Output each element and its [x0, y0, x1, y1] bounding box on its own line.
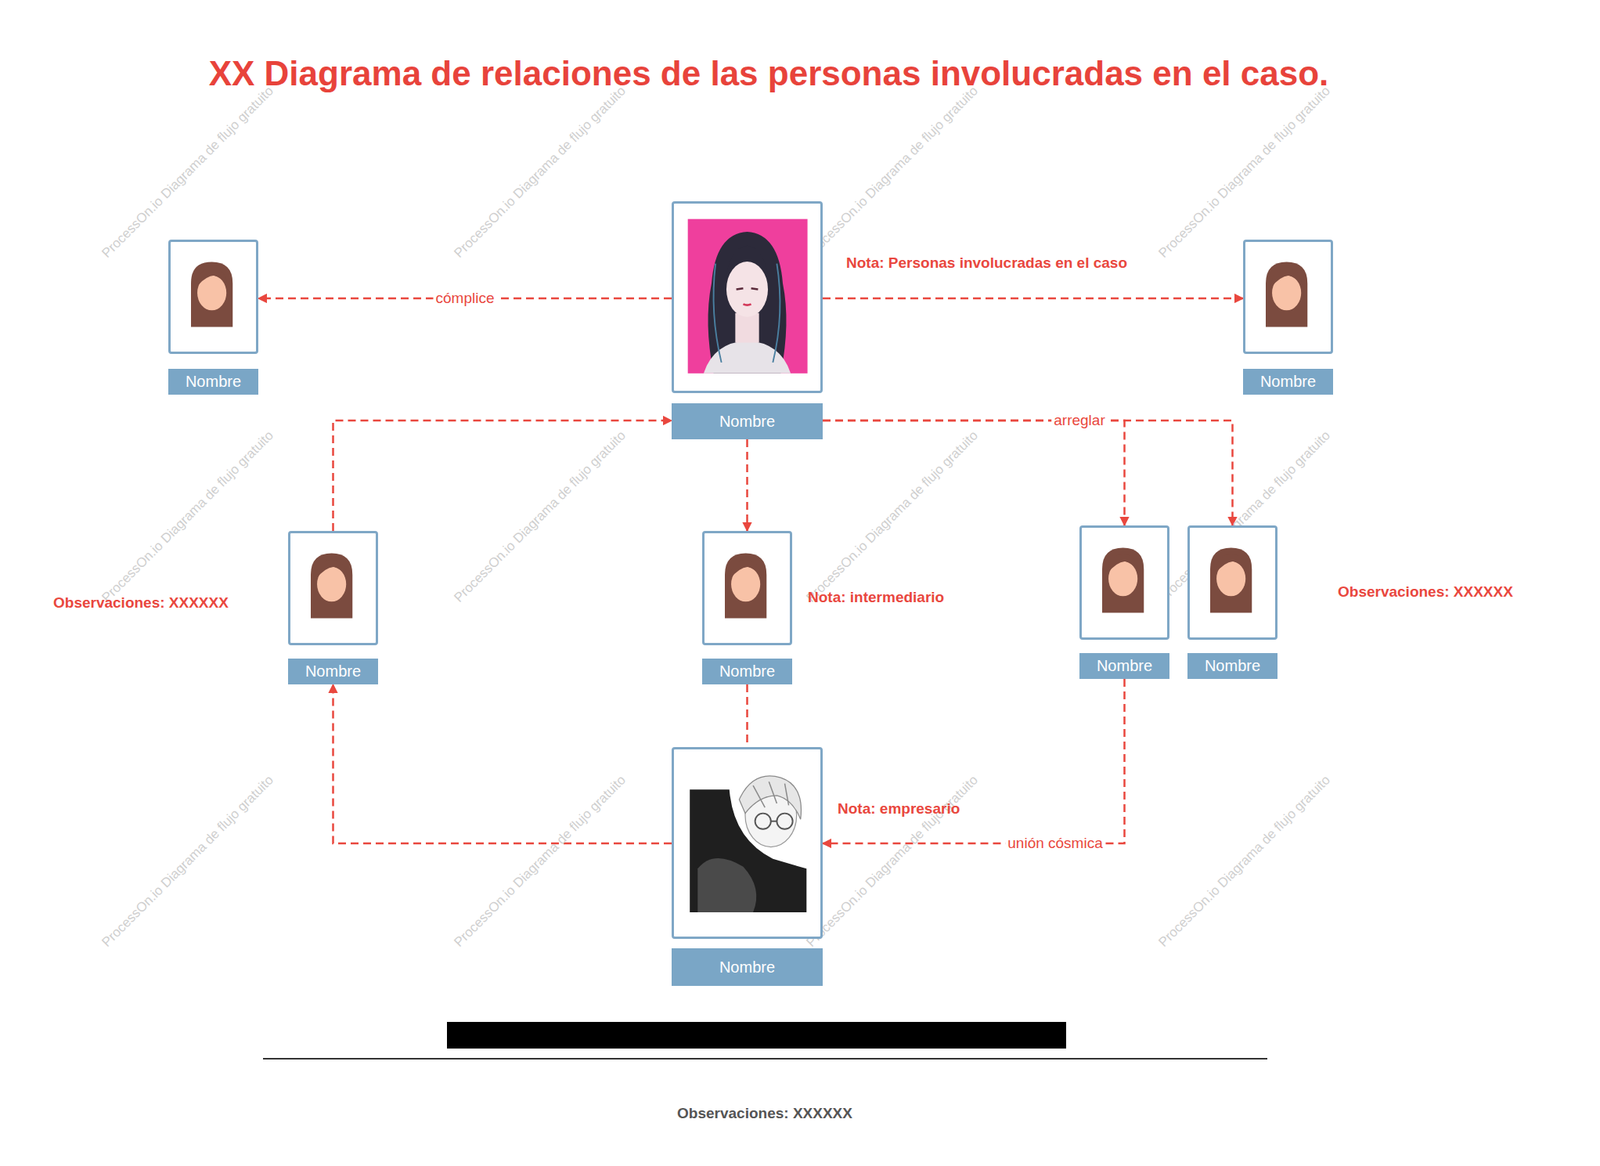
portrait-picture: [1189, 527, 1276, 638]
person-name: Nombre: [719, 662, 775, 681]
relation-connector: [822, 678, 1125, 844]
photo-frame: [288, 530, 379, 646]
watermark-text: ProcessOn.io Diagrama de flujo gratuito: [98, 771, 277, 950]
name-band: Nombre: [702, 658, 793, 685]
portrait-picture: [290, 533, 376, 643]
watermark-text: ProcessOn.io Diagrama de flujo gratuito: [450, 82, 629, 261]
portrait-picture: [704, 533, 790, 643]
relation-connector: [745, 439, 749, 531]
person-name: Nombre: [719, 958, 775, 977]
watermark-text: ProcessOn.io Diagrama de flujo gratuito: [98, 82, 277, 261]
connector-label: arreglar: [1051, 411, 1107, 429]
person-card: Nombre: [671, 201, 823, 440]
relation-connector: [333, 684, 673, 844]
person-name: Nombre: [1260, 372, 1316, 391]
watermark-text: ProcessOn.io Diagrama de flujo gratuito: [450, 427, 629, 606]
person-name: Nombre: [1096, 656, 1153, 675]
relation-connector: [822, 420, 1233, 526]
watermark-text: ProcessOn.io Diagrama de flujo gratuito: [803, 427, 981, 606]
name-band: Nombre: [671, 403, 823, 440]
name-band: Nombre: [168, 368, 259, 395]
portrait-picture: [170, 241, 256, 352]
photo-frame: [671, 746, 823, 939]
person-card: Nombre: [1079, 525, 1170, 679]
portrait-picture: [673, 749, 821, 937]
portrait-picture: [1081, 527, 1168, 638]
name-band: Nombre: [1079, 652, 1170, 679]
person-card: Nombre: [1187, 525, 1278, 679]
person-card: Nombre: [671, 746, 823, 986]
photo-frame: [1243, 239, 1334, 354]
person-name: Nombre: [305, 662, 361, 681]
photo-frame: [1079, 525, 1170, 640]
note-text: Nota: empresario: [837, 800, 960, 818]
relation-connector: [822, 297, 1244, 300]
note-text: Nota: intermediario: [807, 588, 945, 606]
photo-frame: [671, 201, 823, 393]
name-band: Nombre: [671, 947, 823, 986]
observation-text: Observaciones: XXXXXX: [53, 594, 229, 612]
name-band: Nombre: [288, 658, 379, 685]
portrait-picture: [673, 203, 821, 391]
name-band: Nombre: [1187, 652, 1278, 679]
observation-text: Observaciones: XXXXXX: [1337, 583, 1514, 601]
relation-connector: [745, 684, 749, 747]
rule-line: [263, 1057, 1268, 1060]
watermark-text: ProcessOn.io Diagrama de flujo gratuito: [1155, 82, 1334, 261]
photo-frame: [1187, 525, 1278, 640]
watermark-text: ProcessOn.io Diagrama de flujo gratuito: [803, 82, 981, 261]
person-name: Nombre: [185, 372, 242, 391]
watermark-text: ProcessOn.io Diagrama de flujo gratuito: [98, 427, 277, 606]
person-card: Nombre: [168, 239, 259, 395]
person-card: Nombre: [702, 530, 793, 685]
connector-label: unión cósmica: [1005, 834, 1105, 852]
connector-label: cómplice: [433, 289, 498, 307]
name-band: Nombre: [1243, 368, 1334, 395]
watermark-text: ProcessOn.io Diagrama de flujo gratuito: [803, 771, 981, 950]
portrait-picture: [1245, 241, 1331, 352]
watermark-text: ProcessOn.io Diagrama de flujo gratuito: [1155, 771, 1334, 950]
observation-text: Observaciones: XXXXXX: [677, 1104, 853, 1122]
redaction-bar: [446, 1021, 1067, 1049]
watermark-text: ProcessOn.io Diagrama de flujo gratuito: [450, 771, 629, 950]
note-text: Nota: Personas involucradas en el caso: [846, 254, 1128, 272]
photo-frame: [702, 530, 793, 646]
diagram-title: XX Diagrama de relaciones de las persona…: [209, 54, 1330, 94]
person-card: Nombre: [1243, 239, 1334, 395]
person-card: Nombre: [288, 530, 379, 685]
person-name: Nombre: [719, 412, 775, 431]
photo-frame: [168, 239, 259, 354]
person-name: Nombre: [1204, 656, 1261, 675]
